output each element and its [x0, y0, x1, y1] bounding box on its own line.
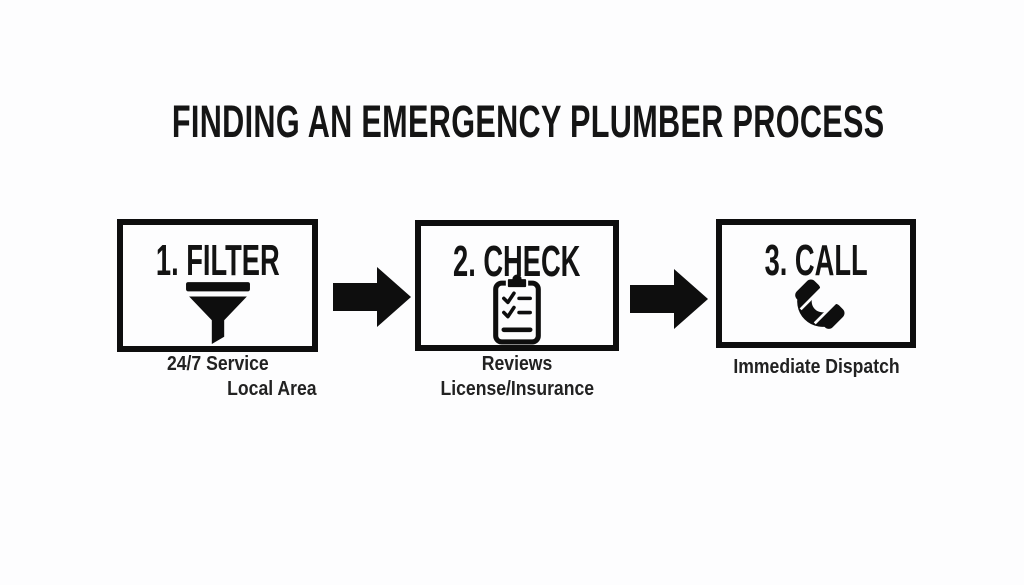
note-license-insurance: License/Insurance [440, 378, 594, 400]
step-heading-call: 3. CALL [764, 236, 868, 285]
arrow-right-icon [333, 267, 411, 327]
step-box-call: 3. CALL [716, 219, 916, 348]
step-box-check: 2. CHECK [415, 220, 619, 351]
note-local-area: Local Area [227, 378, 317, 400]
step-notes-call: Immediate Dispatch [704, 355, 928, 380]
page-title: FINDING AN EMERGENCY PLUMBER PROCESS [171, 96, 885, 147]
step-notes-filter: 24/7 Service Local Area [117, 352, 319, 402]
note-immediate-dispatch: Immediate Dispatch [732, 356, 900, 378]
step-heading-check: 2. CHECK [453, 237, 581, 286]
note-reviews: Reviews [481, 353, 553, 375]
step-notes-check: Reviews License/Insurance [412, 352, 622, 402]
step-box-filter: 1. FILTER [117, 219, 318, 352]
step-heading-filter: 1. FILTER [155, 236, 280, 285]
note-247-service: 24/7 Service [167, 353, 269, 375]
phone-handset-icon [795, 279, 845, 329]
arrow-right-icon [630, 269, 708, 329]
clipboard-checklist-icon [493, 274, 541, 345]
funnel-icon [185, 282, 250, 344]
